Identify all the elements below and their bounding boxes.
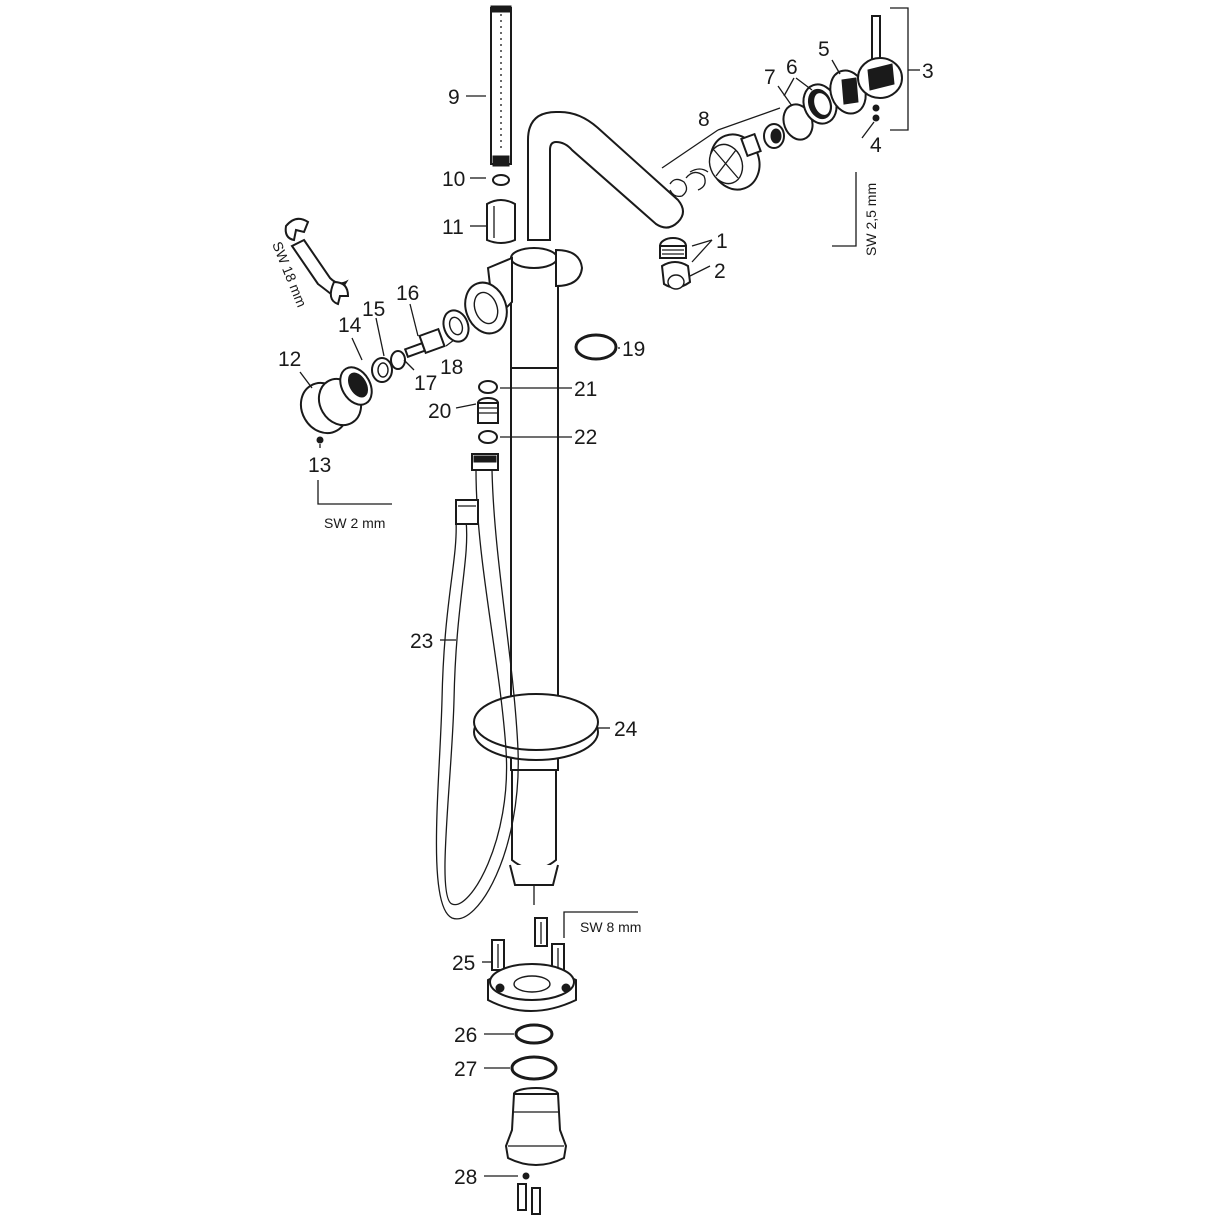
label-19: 19: [622, 338, 645, 361]
clip-8-parts: [669, 168, 709, 198]
escutcheon-24: [473, 693, 599, 761]
label-1: 1: [716, 230, 728, 253]
main-column: [509, 247, 559, 905]
threaded-ring-6: [802, 83, 838, 125]
o-ring-21: [478, 380, 498, 394]
label-15: 15: [362, 298, 385, 321]
leader-lines: [299, 7, 920, 1177]
seal-10: [492, 174, 510, 186]
label-10: 10: [442, 168, 465, 191]
label-26: 26: [454, 1024, 477, 1047]
column-top-cap: [510, 247, 558, 269]
hex-key-2: [317, 480, 392, 505]
label-17: 17: [414, 372, 437, 395]
holder-11: [486, 199, 516, 244]
label-20: 20: [428, 400, 451, 423]
cap-ring-14: [339, 366, 373, 406]
label-5: 5: [818, 38, 830, 61]
grub-screw-4: [872, 104, 880, 122]
body-right-outlet: [555, 248, 584, 288]
o-ring-27: [510, 1055, 558, 1081]
hose-23: [435, 453, 519, 920]
label-22: 22: [574, 426, 597, 449]
label-11: 11: [442, 216, 464, 239]
label-8: 8: [698, 108, 710, 131]
label-6: 6: [786, 56, 798, 79]
label-12: 12: [278, 348, 301, 371]
body-outlets: [464, 248, 584, 335]
nut-15: [371, 357, 393, 383]
label-hex-sw2: SW 2 mm: [324, 515, 385, 531]
bottom-adapter-28: [504, 1087, 568, 1215]
o-ring-26: [514, 1023, 554, 1045]
label-14: 14: [338, 314, 362, 337]
o-ring-17: [390, 350, 406, 370]
label-24: 24: [614, 718, 638, 741]
part-labels: 1 2 3 4 5 6 7 8 9 10 11 12 13 14 15 16 1…: [278, 38, 934, 1189]
hex-key-8: [563, 911, 638, 938]
label-2: 2: [714, 260, 726, 283]
hand-shower-9: [490, 5, 512, 167]
cartridge-8: [708, 132, 762, 191]
label-16: 16: [396, 282, 419, 305]
label-hex-sw2-5: SW 2,5 mm: [863, 183, 879, 256]
label-13: 13: [308, 454, 331, 477]
label-21: 21: [574, 378, 597, 401]
base-flange-25: [487, 963, 577, 1012]
o-ring-22: [478, 430, 498, 444]
column-base-nut: [509, 864, 559, 886]
tool-labels: SW 18 mm SW 2,5 mm SW 2 mm SW 8 mm: [269, 183, 879, 935]
column-upper: [510, 257, 559, 369]
aerator-housing-2: [660, 261, 692, 290]
label-4: 4: [870, 134, 882, 157]
label-3: 3: [922, 60, 934, 83]
label-25: 25: [452, 952, 475, 975]
label-23: 23: [410, 630, 433, 653]
connector-20: [477, 397, 499, 424]
label-hex-sw8: SW 8 mm: [580, 919, 641, 935]
label-18: 18: [440, 356, 463, 379]
o-ring-19: [574, 333, 618, 361]
label-9: 9: [448, 86, 460, 109]
spout: [527, 111, 684, 241]
label-27: 27: [454, 1058, 477, 1081]
hex-key-2-5: [832, 172, 857, 247]
knob-12: [299, 377, 363, 435]
handle-3: [857, 15, 903, 99]
wrench-sw18: [284, 217, 350, 306]
column-bottom: [511, 769, 557, 870]
label-28: 28: [454, 1166, 477, 1189]
spout-arm: [527, 111, 684, 241]
grub-13: [316, 436, 324, 444]
diverter-spindle-16: [403, 327, 446, 359]
label-7: 7: [764, 66, 776, 89]
nut-8: [763, 123, 785, 149]
aerator-1: [659, 237, 687, 259]
